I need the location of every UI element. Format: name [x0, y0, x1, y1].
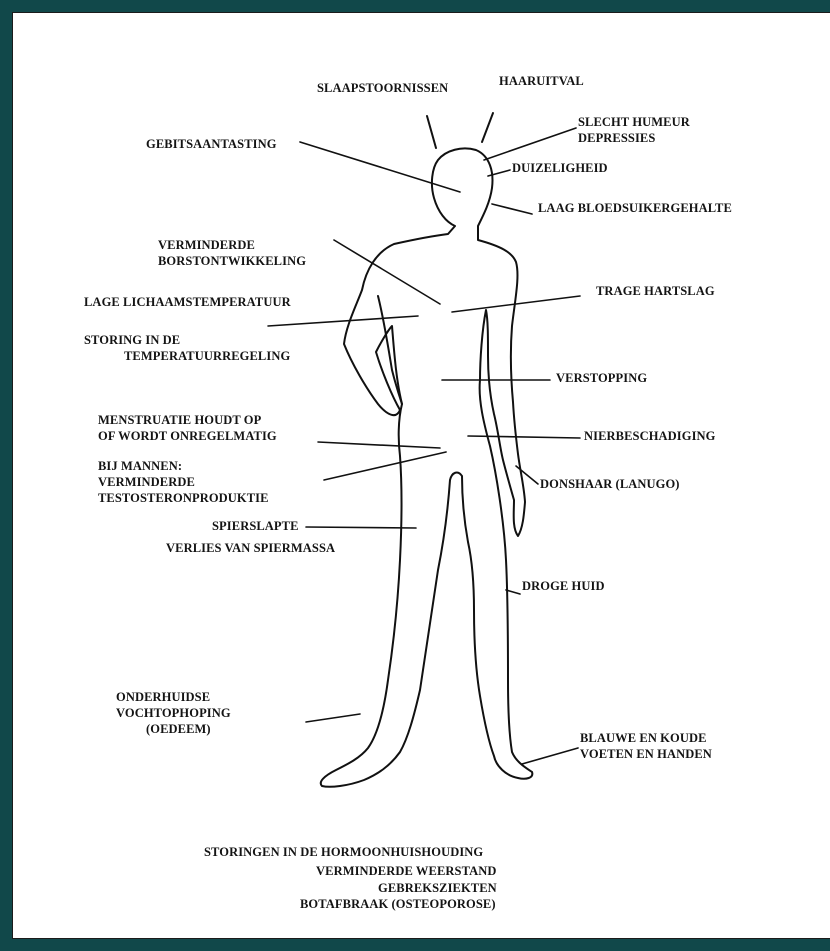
footer-line-2: VERMINDERDE WEERSTAND [316, 863, 496, 879]
label-donshaar: DONSHAAR (LANUGO) [540, 476, 680, 492]
label-tempregeling-line-1: STORING IN DE [84, 332, 290, 348]
label-voeten-line-2: VOETEN EN HANDEN [580, 746, 712, 762]
label-slaapstoornissen: SLAAPSTOORNISSEN [317, 80, 448, 96]
footer-line-3: GEBREKSZIEKTEN [378, 880, 497, 896]
label-mannen: BIJ MANNEN: VERMINDERDE TESTOSTERONPRODU… [98, 458, 269, 506]
label-mannen-line-3: TESTOSTERONPRODUKTIE [98, 490, 269, 506]
footer-line-4: BOTAFBRAAK (OSTEOPOROSE) [300, 896, 496, 912]
label-tempregeling: STORING IN DE TEMPERATUURREGELING [84, 332, 290, 364]
leader-mannen [324, 452, 446, 480]
label-mannen-line-1: BIJ MANNEN: [98, 458, 269, 474]
label-menstruatie: MENSTRUATIE HOUDT OP OF WORDT ONREGELMAT… [98, 412, 277, 444]
leader-bloedsuiker [492, 204, 532, 214]
label-voeten: BLAUWE EN KOUDE VOETEN EN HANDEN [580, 730, 712, 762]
label-spiermassa: VERLIES VAN SPIERMASSA [166, 540, 335, 556]
label-haaruitval: HAARUITVAL [499, 73, 584, 89]
leader-menstruatie [318, 442, 440, 448]
label-lichaamstemp: LAGE LICHAAMSTEMPERATUUR [84, 294, 291, 310]
label-voeten-line-1: BLAUWE EN KOUDE [580, 730, 712, 746]
label-borst-line-1: VERMINDERDE [158, 237, 306, 253]
label-duizeligheid: DUIZELIGHEID [512, 160, 608, 176]
label-verstopping: VERSTOPPING [556, 370, 647, 386]
label-borst: VERMINDERDE BORSTONTWIKKELING [158, 237, 306, 269]
label-humeur-line-2: DEPRESSIES [578, 130, 690, 146]
label-nier: NIERBESCHADIGING [584, 428, 716, 444]
label-humeur-line-1: SLECHT HUMEUR [578, 114, 690, 130]
label-bloedsuiker: LAAG BLOEDSUIKERGEHALTE [538, 200, 732, 216]
leader-spier [306, 527, 416, 528]
label-oedeem-line-1: ONDERHUIDSE [116, 689, 231, 705]
leader-nier [468, 436, 580, 438]
leader-voeten [522, 748, 578, 764]
label-oedeem: ONDERHUIDSE VOCHTOPHOPING (OEDEEM) [116, 689, 231, 737]
leader-donshaar [516, 466, 538, 484]
label-menstruatie-line-1: MENSTRUATIE HOUDT OP [98, 412, 277, 428]
label-hartslag: TRAGE HARTSLAG [596, 283, 715, 299]
label-borst-line-2: BORSTONTWIKKELING [158, 253, 306, 269]
label-tempregeling-line-2: TEMPERATUURREGELING [84, 348, 290, 364]
leader-gebit [300, 142, 460, 192]
leader-oedeem [306, 714, 360, 722]
label-menstruatie-line-2: OF WORDT ONREGELMATIG [98, 428, 277, 444]
label-drogehuid: DROGE HUID [522, 578, 605, 594]
label-spierslapte: SPIERSLAPTE [212, 518, 299, 534]
leader-borst [334, 240, 440, 304]
body-outline [321, 148, 533, 786]
label-humeur: SLECHT HUMEUR DEPRESSIES [578, 114, 690, 146]
leader-humeur [484, 128, 576, 160]
label-oedeem-line-2: VOCHTOPHOPING [116, 705, 231, 721]
label-gebitsaantasting: GEBITSAANTASTING [146, 136, 277, 152]
leader-lichaamstemp [268, 316, 418, 326]
label-mannen-line-2: VERMINDERDE [98, 474, 269, 490]
footer-line-1: STORINGEN IN DE HORMOONHUISHOUDING [204, 844, 483, 860]
label-oedeem-line-3: (OEDEEM) [116, 721, 231, 737]
